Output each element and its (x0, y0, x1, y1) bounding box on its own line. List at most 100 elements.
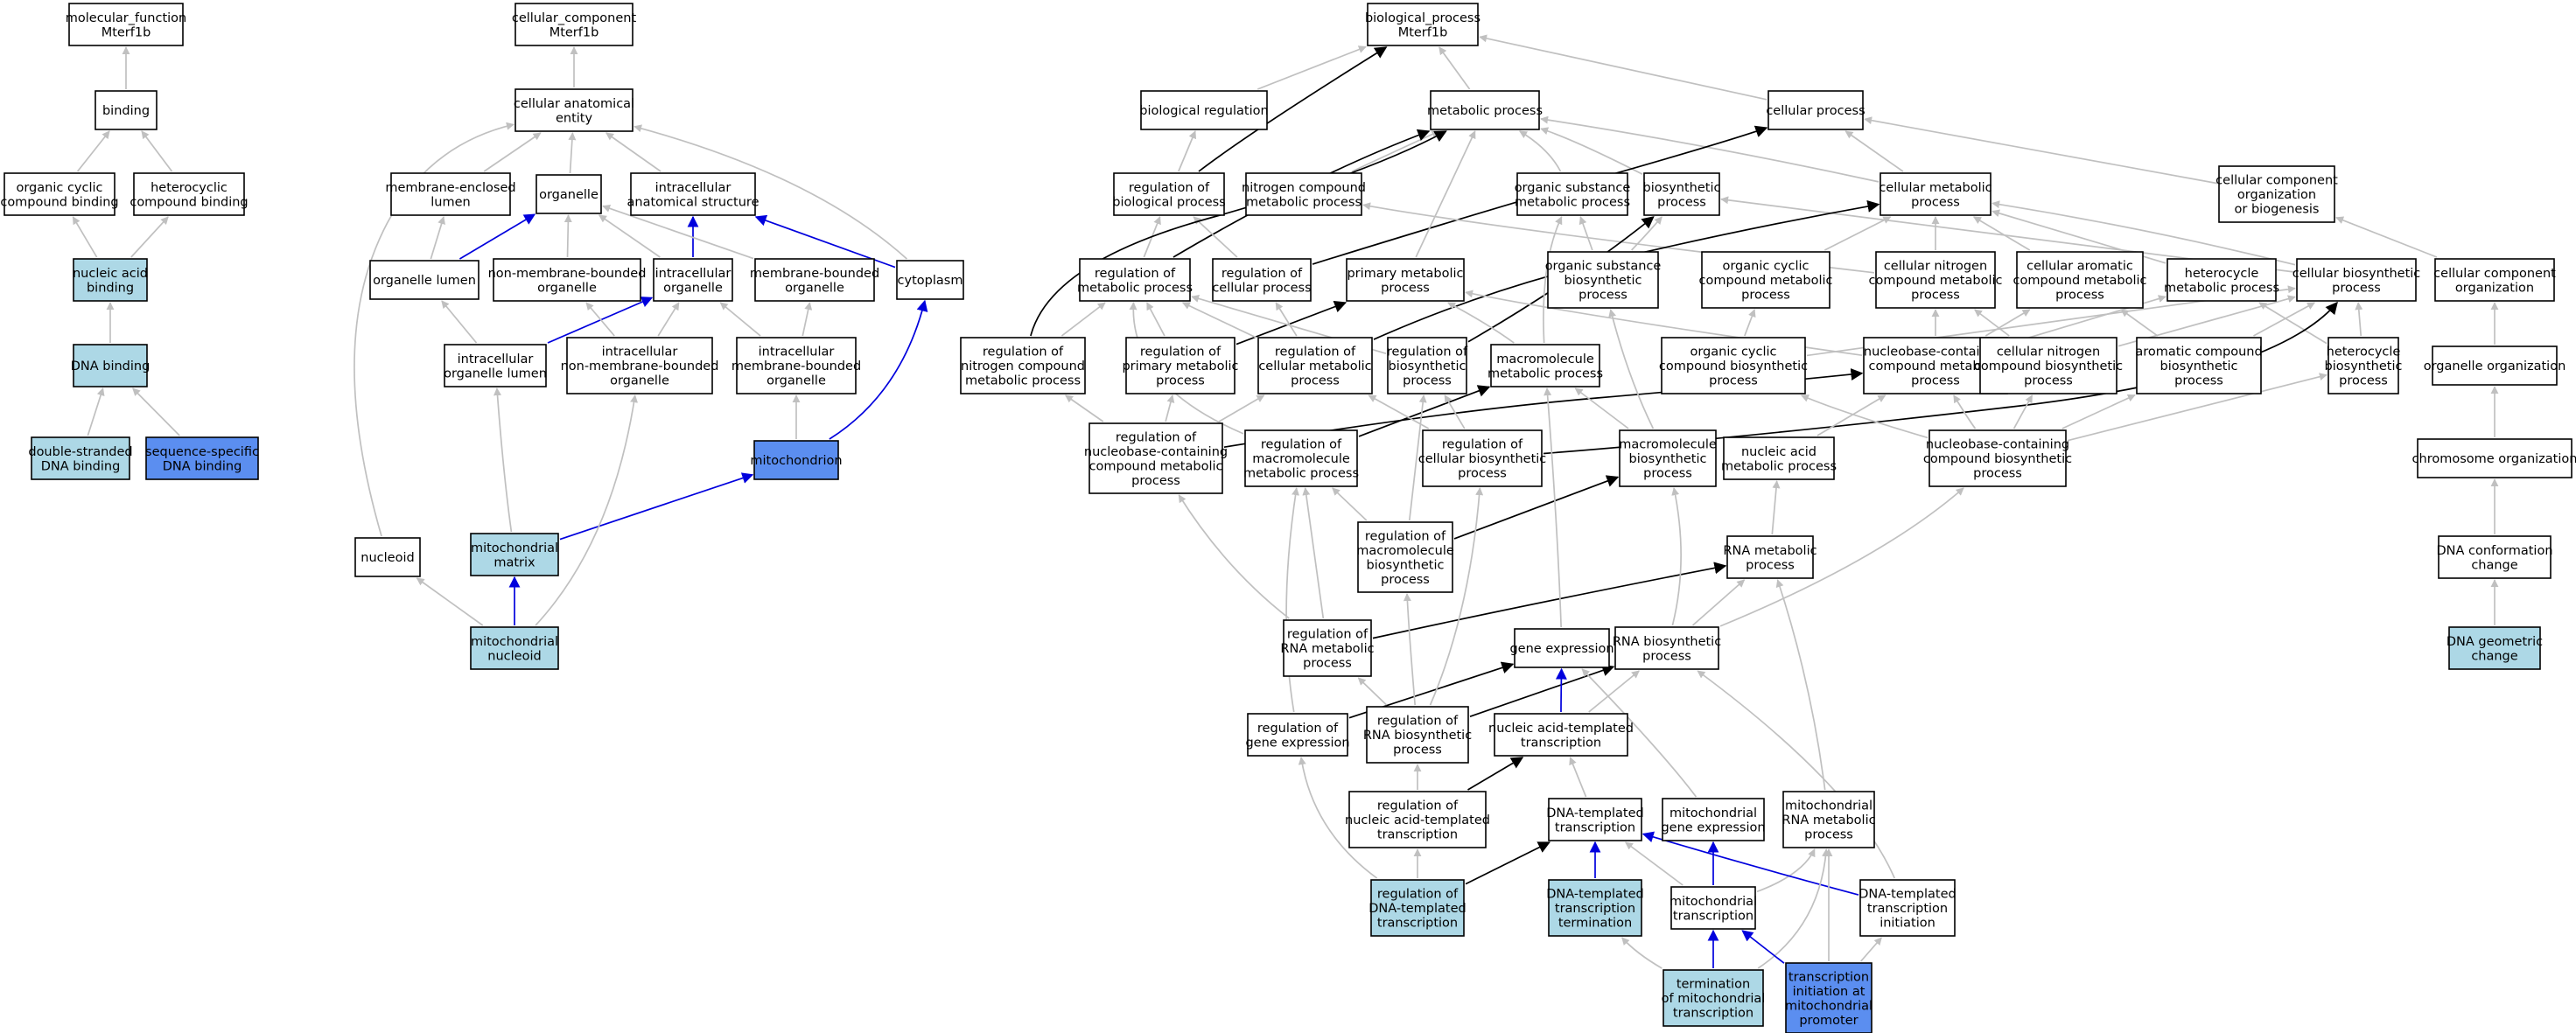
term-node-met-proc[interactable]: metabolic process (1427, 90, 1543, 130)
term-node-reg-nccmp[interactable]: regulation ofnucleobase-containingcompou… (1084, 422, 1228, 494)
term-box (4, 172, 116, 216)
term-node-mito[interactable]: mitochondrion (750, 440, 843, 480)
term-node-org-lumen[interactable]: organelle lumen (369, 260, 480, 300)
term-node-gene-expr[interactable]: gene expression (1509, 628, 1614, 668)
term-label-line: organization (2455, 281, 2534, 295)
term-node-cell-proc[interactable]: cellular process (1766, 90, 1866, 130)
term-node-org-org[interactable]: organelle organization (2424, 345, 2566, 386)
term-label-line: regulation of (1365, 529, 1446, 543)
term-node-chrom-org[interactable]: chromosome organization (2412, 438, 2576, 478)
edge-is-a-term-mito-tx-to-dtt-term (1621, 937, 1662, 969)
term-label-line: DNA geometric (2446, 635, 2543, 649)
edge-is-a-iol-to-org-lumen (441, 300, 478, 344)
term-node-binding[interactable]: binding (94, 90, 158, 130)
term-box (2166, 258, 2277, 302)
edge-is-a-org-lumen-to-mem-lumen (430, 216, 445, 260)
term-box (133, 172, 245, 216)
term-label-line: organic cyclic (1690, 345, 1776, 359)
term-node-organelle[interactable]: organelle (536, 174, 602, 214)
term-node-inmbo[interactable]: intracellularnon-membrane-boundedorganel… (561, 337, 719, 394)
term-box (2434, 258, 2555, 302)
term-node-nucleoid[interactable]: nucleoid (354, 537, 421, 577)
term-node-cytoplasm[interactable]: cytoplasm (896, 260, 964, 300)
edge-is-a-term-mito-tx-to-mito-rnamp (1757, 848, 1830, 969)
term-node-reg-mbp[interactable]: regulation ofmacromoleculebiosyntheticpr… (1356, 521, 1454, 593)
edge-is-a-reg-rnamp-to-reg-mmp (1302, 487, 1325, 619)
term-node-bio-reg[interactable]: biological regulation (1139, 90, 1269, 130)
term-label-line: cellular nitrogen (1884, 260, 1987, 274)
edge-is-a-io-to-organelle (598, 214, 661, 258)
term-node-dna-bind[interactable]: DNA binding (71, 344, 150, 387)
edge-is-a-dtt-to-nat (1569, 757, 1587, 798)
term-label-line: or biogenesis (2235, 203, 2320, 217)
edge-is-a-rna-mp-to-namp (1771, 480, 1781, 535)
